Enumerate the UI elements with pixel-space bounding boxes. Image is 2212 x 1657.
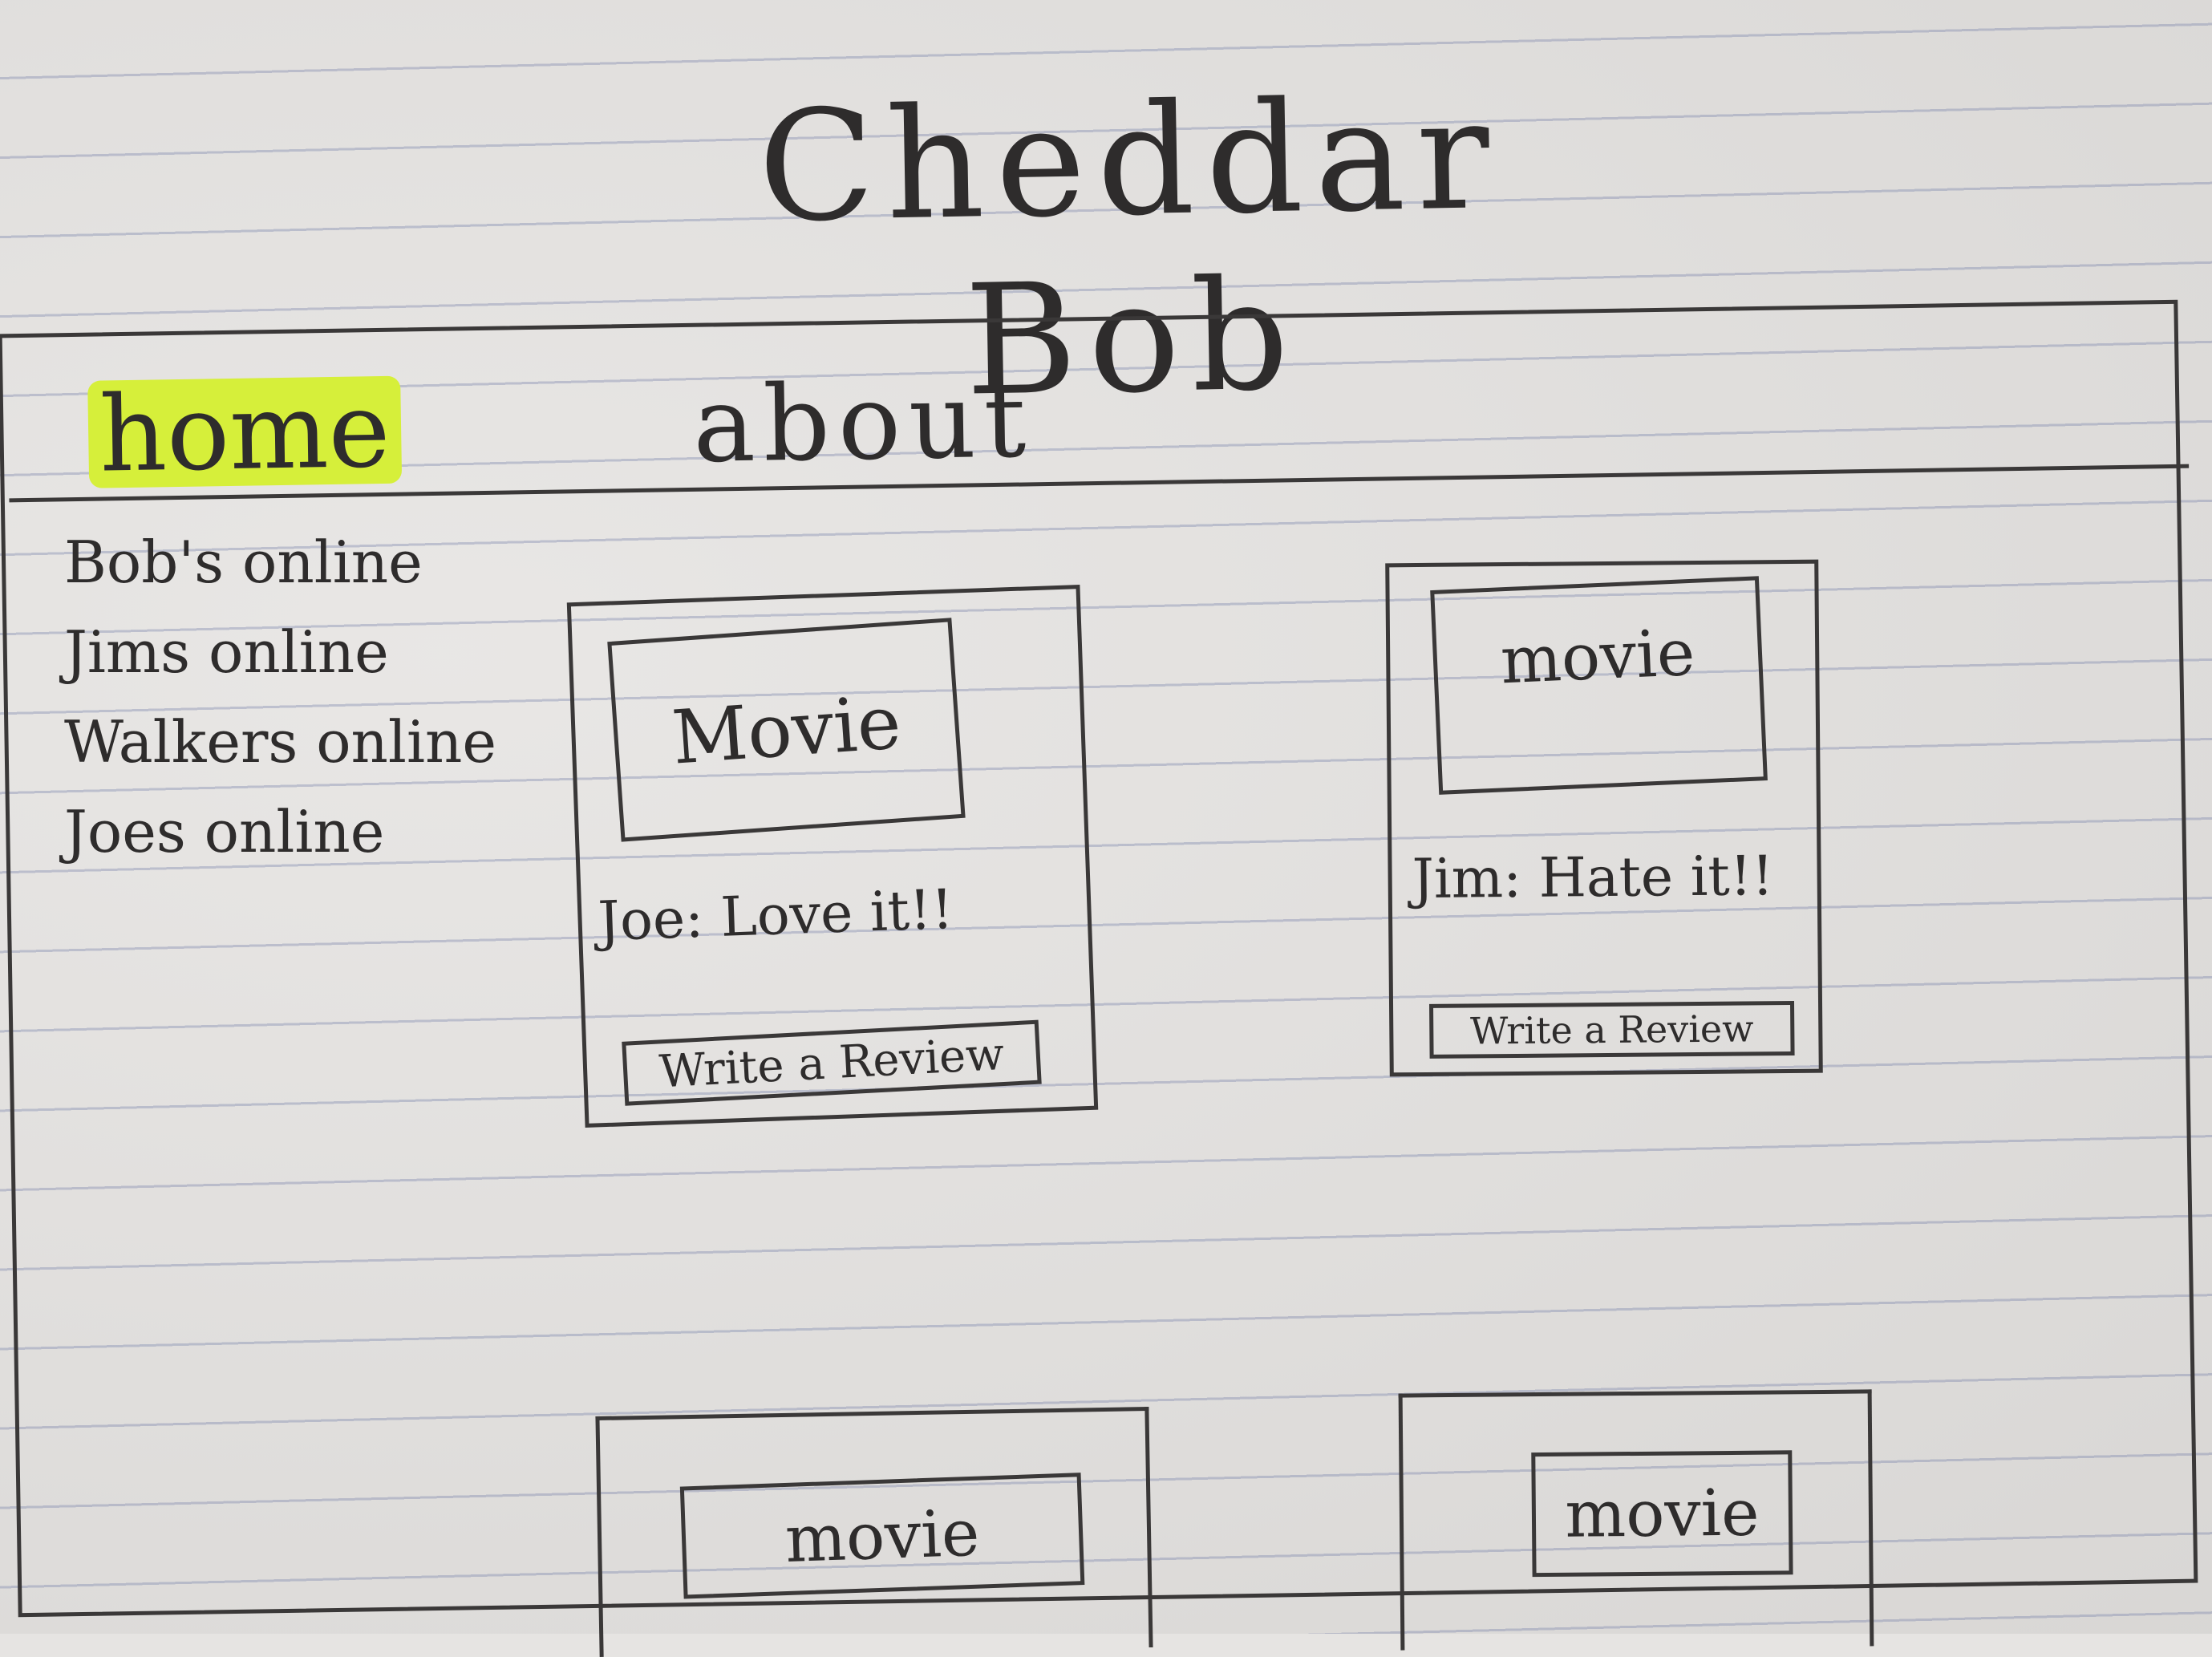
movie-card: movie bbox=[1398, 1389, 1874, 1651]
review-text: Jim: Hate it!! bbox=[1412, 845, 1774, 912]
write-review-button[interactable]: Write a Review bbox=[622, 1019, 1042, 1106]
movie-poster[interactable]: movie bbox=[679, 1473, 1085, 1599]
movie-card: movie Jim: Hate it!! Write a Review bbox=[1385, 559, 1823, 1077]
online-user-item: Joes online bbox=[64, 798, 385, 865]
nav-tab-home[interactable]: home bbox=[87, 369, 403, 496]
movie-card: movie bbox=[595, 1407, 1153, 1657]
online-user-item: Walkers online bbox=[64, 708, 496, 776]
movie-poster[interactable]: Movie bbox=[607, 618, 966, 842]
online-user-item: Bob's online bbox=[64, 529, 423, 596]
movie-poster[interactable]: movie bbox=[1430, 576, 1768, 795]
write-review-button[interactable]: Write a Review bbox=[1429, 1000, 1795, 1059]
online-users-list: Bob's online Jims online Walkers online … bbox=[64, 533, 585, 893]
online-user-item: Jims online bbox=[64, 618, 389, 686]
review-text: Joe: Love it!! bbox=[597, 877, 954, 954]
movie-card: Movie Joe: Love it!! Write a Review bbox=[566, 585, 1099, 1128]
movie-poster[interactable]: movie bbox=[1531, 1450, 1793, 1578]
nav-tab-about[interactable]: about bbox=[691, 359, 1035, 486]
